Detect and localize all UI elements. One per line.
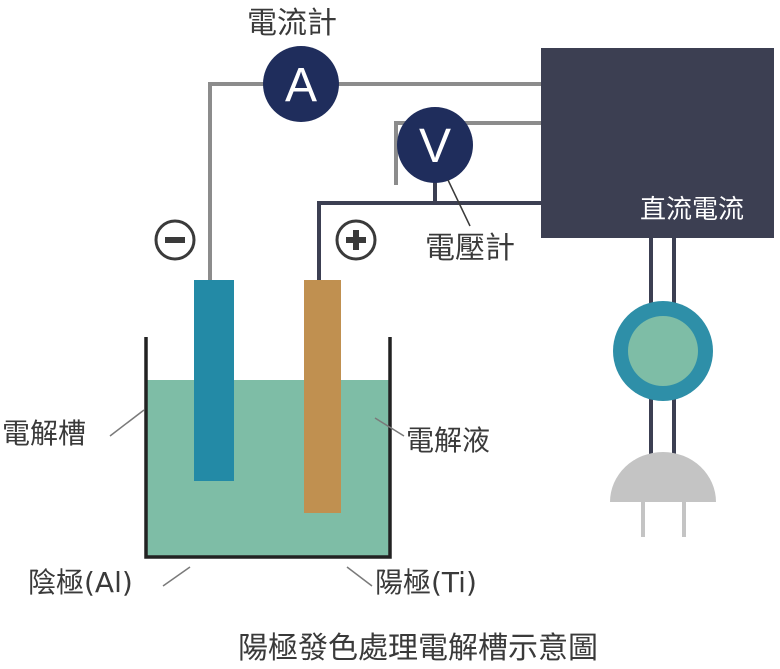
plug-head: [610, 452, 716, 502]
cathode-wire: [208, 82, 541, 282]
dc-power-label: 直流電流: [640, 195, 744, 225]
cathode-leader: [162, 566, 191, 587]
electrolyte-label: 電解液: [406, 424, 490, 457]
electrolyte: [146, 380, 390, 557]
tank-leader: [109, 409, 145, 437]
voltmeter-label: 電壓計: [425, 231, 515, 266]
tank-walls: [144, 337, 392, 559]
power-box: [541, 48, 774, 238]
ammeter-label: 電流計: [247, 6, 337, 41]
voltmeter-leader: [447, 179, 471, 227]
minus-icon: [154, 219, 196, 261]
electrolyte-leader: [374, 417, 405, 437]
voltmeter-symbol: V: [419, 120, 451, 173]
anode-label: 陽極(Ti): [375, 566, 477, 599]
cathode-label: 陰極(Al): [28, 566, 133, 599]
voltmeter-circle: [397, 107, 473, 183]
ammeter-circle: [263, 46, 339, 122]
plus-icon: [335, 219, 377, 261]
voltmeter: V: [397, 107, 473, 183]
anode-leader: [346, 566, 373, 587]
tank-label: 電解槽: [2, 417, 86, 450]
anode-wire: [317, 201, 541, 292]
voltmeter-wire: [394, 121, 541, 185]
cathode-electrode: [194, 280, 234, 481]
dc-power-supply: 直流電流: [541, 48, 774, 238]
anode-electrode: [304, 280, 341, 513]
plug-inner: [628, 316, 698, 386]
ammeter: A: [263, 46, 339, 122]
power-cord: [610, 238, 716, 537]
ammeter-symbol: A: [285, 59, 317, 112]
diagram-title: 陽極發色處理電解槽示意圖: [238, 631, 598, 666]
electrolytic-tank: [144, 280, 392, 559]
